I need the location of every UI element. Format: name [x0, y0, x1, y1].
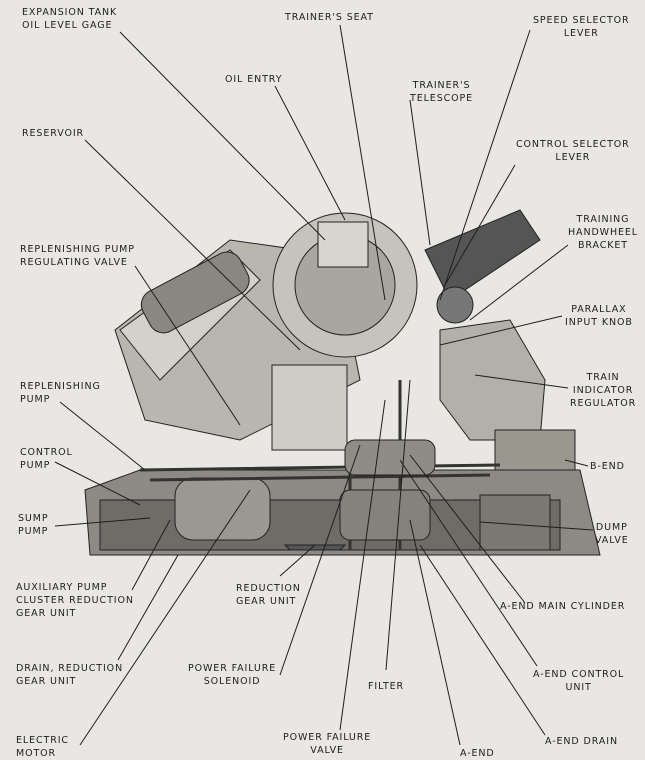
machine-body [84, 209, 601, 556]
leader-drain-reduction [117, 554, 179, 661]
label-replenishing-valve: REPLENISHING PUMP REGULATING VALVE [20, 244, 135, 268]
label-power-solenoid: POWER FAILURE SOLENOID [188, 663, 277, 687]
label-a-end: A-END [460, 748, 495, 759]
label-reservoir: RESERVOIR [22, 128, 85, 139]
label-expansion-tank: EXPANSION TANK OIL LEVEL GAGE [22, 7, 118, 31]
leader-dump-valve [479, 521, 594, 531]
label-control-pump: CONTROL PUMP [20, 447, 73, 471]
leader-expansion-tank [119, 31, 326, 241]
leader-parallax-knob [439, 315, 563, 346]
label-trainers-telescope: TRAINER'S TELESCOPE [410, 80, 474, 104]
leader-speed-selector [439, 29, 531, 301]
leader-training-handwheel [469, 244, 569, 321]
leader-a-end [409, 519, 461, 746]
label-a-end-cylinder: A-END MAIN CYLINDER [500, 601, 626, 612]
leader-a-end-drain [419, 544, 546, 736]
label-sump-pump: SUMP PUMP [18, 513, 49, 537]
label-oil-entry: OIL ENTRY [225, 74, 283, 85]
leader-replenishing-pump [59, 401, 146, 471]
label-reduction-gear: REDUCTION GEAR UNIT [236, 583, 301, 607]
label-dump-valve: DUMP VALVE [595, 522, 629, 546]
leader-reservoir [84, 139, 301, 351]
leader-trainers-seat [339, 24, 386, 301]
label-drain-reduction: DRAIN, REDUCTION GEAR UNIT [16, 663, 124, 687]
label-b-end: B-END [590, 461, 625, 472]
leader-oil-entry [274, 85, 346, 221]
label-training-handwheel: TRAINING HANDWHEEL BRACKET [568, 214, 638, 251]
leader-aux-pump [131, 519, 171, 591]
leader-filter [385, 379, 411, 671]
label-a-end-control: A-END CONTROL UNIT [533, 669, 625, 693]
leader-a-end-control [399, 459, 538, 667]
label-trainers-seat: TRAINER'S SEAT [285, 12, 374, 23]
leader-power-valve [339, 399, 386, 731]
leader-trainers-telescope [409, 99, 431, 246]
label-control-selector: CONTROL SELECTOR LEVER [516, 139, 630, 163]
label-speed-selector: SPEED SELECTOR LEVER [533, 15, 630, 39]
leader-replenishing-valve [134, 265, 241, 426]
label-train-indicator: TRAIN INDICATOR REGULATOR [570, 372, 637, 409]
leader-sump-pump [54, 517, 151, 527]
leader-control-selector [444, 164, 516, 286]
leader-control-pump [54, 461, 141, 506]
leader-lines [54, 24, 594, 746]
leader-reduction-gear [279, 544, 316, 577]
label-aux-pump: AUXILIARY PUMP CLUSTER REDUCTION GEAR UN… [16, 582, 134, 619]
leader-b-end [564, 459, 589, 467]
leader-electric-motor [79, 489, 251, 746]
leader-a-end-cylinder [409, 454, 526, 604]
label-electric-motor: ELECTRIC MOTOR [16, 735, 69, 759]
label-power-valve: POWER FAILURE VALVE [283, 732, 372, 756]
leader-train-indicator [474, 374, 569, 389]
label-a-end-drain: A-END DRAIN [545, 736, 618, 747]
leader-power-solenoid [279, 444, 361, 676]
label-parallax-knob: PARALLAX INPUT KNOB [565, 304, 633, 328]
label-filter: FILTER [368, 681, 405, 692]
label-replenishing-pump: REPLENISHING PUMP [20, 381, 101, 405]
